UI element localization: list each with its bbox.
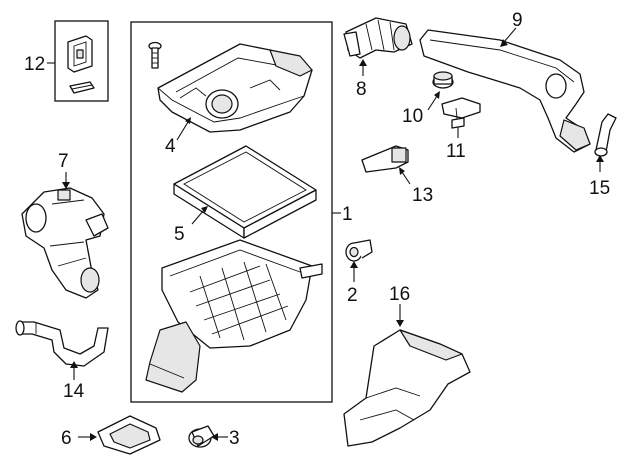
arrow-15	[596, 155, 604, 162]
callout-16: 16	[389, 284, 410, 305]
part-6-seal	[97, 415, 161, 455]
arrow-6	[90, 433, 97, 441]
callout-6: 6	[61, 428, 72, 449]
part-15-hose	[594, 113, 617, 157]
part-16-guide	[343, 329, 471, 447]
callout-3: 3	[229, 428, 240, 449]
part-3	[188, 425, 215, 448]
lower-housing	[145, 239, 323, 393]
assembly-frame	[130, 21, 333, 403]
arrow-13	[399, 167, 405, 175]
part-12-clip	[67, 35, 95, 94]
callout-12: 12	[24, 54, 45, 75]
leader-4	[176, 121, 189, 141]
arrow-9	[500, 39, 508, 47]
arrow-4	[185, 117, 191, 124]
callout-10: 10	[402, 106, 423, 127]
callout-15: 15	[589, 178, 610, 199]
bolt	[148, 41, 162, 69]
part-8-coupler	[343, 17, 413, 59]
leader-9	[503, 27, 517, 43]
part-12-frame	[54, 20, 109, 102]
leader-10	[427, 95, 438, 111]
callout-1: 1	[342, 204, 353, 225]
arrow-2	[350, 261, 358, 268]
part-2	[345, 239, 373, 262]
part-11-bracket	[441, 97, 481, 129]
arrow-7	[62, 182, 70, 189]
arrow-3	[211, 433, 218, 441]
callout-2: 2	[347, 285, 358, 306]
part-4-cover	[157, 43, 313, 133]
callout-11: 11	[446, 141, 466, 162]
arrow-5	[201, 206, 208, 213]
callout-13: 13	[412, 185, 433, 206]
callout-8: 8	[356, 79, 367, 100]
callout-7: 7	[58, 151, 69, 172]
callout-9: 9	[512, 10, 523, 31]
part-14-hose	[15, 320, 109, 367]
part-9-inlet	[419, 29, 591, 153]
part-5-filter	[173, 145, 317, 239]
callout-4: 4	[165, 136, 176, 157]
arrow-14	[70, 361, 78, 368]
arrow-16	[396, 320, 404, 327]
arrow-8	[359, 59, 367, 66]
part-13-sensor	[361, 145, 409, 173]
callout-5: 5	[174, 224, 185, 245]
part-10-grommet	[432, 71, 454, 89]
callout-14: 14	[63, 381, 85, 402]
leader-5	[191, 209, 205, 225]
leader-13	[401, 171, 411, 185]
arrow-10	[434, 91, 440, 99]
part-7-duct	[21, 187, 109, 299]
